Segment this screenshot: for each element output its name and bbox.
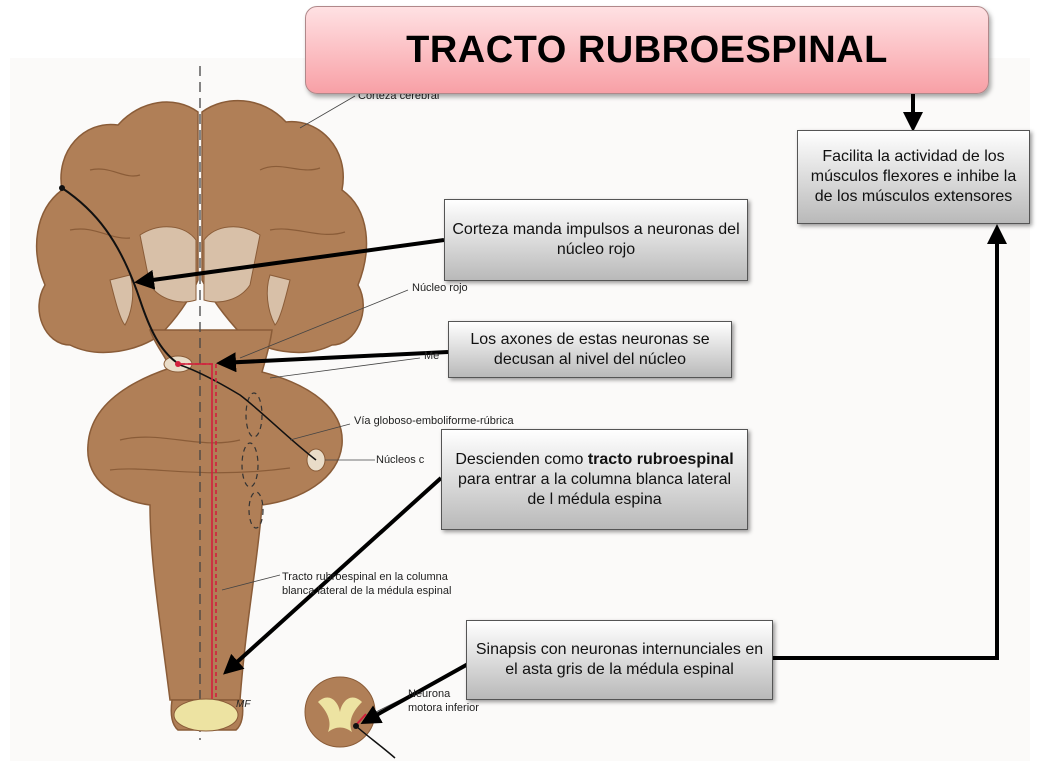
globose-path (179, 364, 317, 461)
callout-synapse-text: Sinapsis con neuronas internunciales en … (475, 641, 764, 678)
callout-decussation: Los axones de estas neuronas se decusan … (448, 321, 732, 378)
spinal-section-right (304, 676, 396, 759)
arrow-cortex (134, 238, 445, 290)
callout-synapse: Sinapsis con neuronas internunciales en … (466, 620, 773, 700)
label-tract-1: Tracto rubroespinal en la columna (282, 571, 448, 583)
label-globose-path: Vía globoso-emboliforme-rúbrica (354, 415, 514, 427)
dashed-nuclei (241, 392, 264, 529)
label-leaders (221, 95, 421, 716)
label-red-nucleus: Núcleo rojo (412, 282, 468, 294)
label-mesencephalon: Me (424, 350, 440, 362)
callout-cortex-text: Corteza manda impulsos a neuronas del nú… (452, 221, 740, 258)
callout-descent-before: Descienden como (455, 450, 588, 468)
connector-arrows (134, 94, 1007, 724)
arrow-to-function (773, 224, 1007, 660)
arrow-decussation (216, 350, 449, 373)
cortex-soma (59, 185, 65, 191)
callout-function: Facilita la actividad de los músculos fl… (797, 130, 1030, 224)
red-nucleus-soma (175, 361, 181, 367)
arrow-descent (223, 476, 443, 675)
gyri-lines (69, 165, 346, 474)
callout-cortex: Corteza manda impulsos a neuronas del nú… (444, 199, 748, 281)
callout-function-text: Facilita la actividad de los músculos fl… (810, 148, 1017, 205)
label-nuclei: Núcleos c (376, 454, 425, 466)
spinal-section-left (173, 698, 239, 732)
callout-descent-bold: tracto rubroespinal (587, 450, 734, 468)
label-signature: MF (236, 699, 251, 710)
callout-descent: Descienden como tracto rubroespinal para… (441, 429, 748, 530)
callout-descent-after: para entrar a la columna blanca lateral … (457, 470, 732, 508)
label-neuron-2: motora inferior (408, 702, 479, 714)
page-title: TRACTO RUBROESPINAL (406, 28, 888, 71)
arrow-synapse (360, 662, 469, 724)
callout-decussation-text: Los axones de estas neuronas se decusan … (470, 330, 710, 368)
corticorubral-path (61, 187, 177, 363)
label-neuron-1: Neurona (408, 688, 451, 700)
callout-descent-text: Descienden como tracto rubroespinal para… (448, 450, 741, 510)
title-banner: TRACTO RUBROESPINAL (305, 6, 989, 94)
label-tract-2: blanca lateral de la médula espinal (282, 585, 452, 597)
